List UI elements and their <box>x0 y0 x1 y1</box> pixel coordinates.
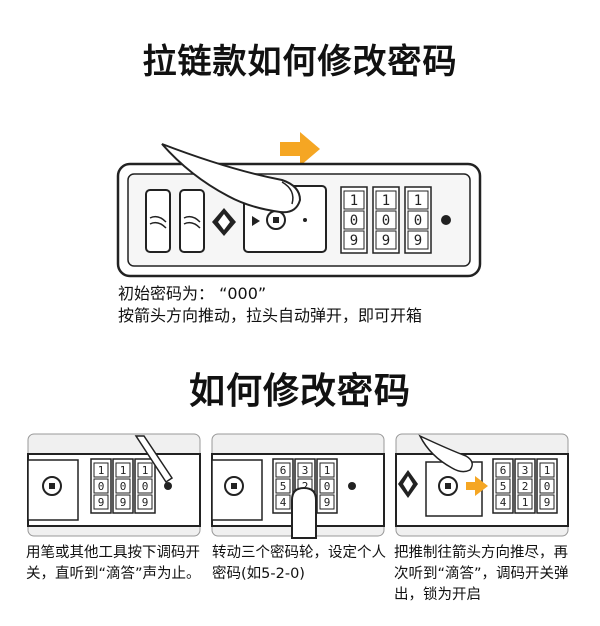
reset-button[interactable] <box>441 215 451 225</box>
wheel-digit: 9 <box>142 496 149 509</box>
wheel-digit: 1 <box>120 464 127 477</box>
wheel-digit-cell <box>407 230 429 250</box>
wheel-digit-cell <box>517 462 533 478</box>
wheel-digit-cell <box>115 478 131 494</box>
step-1-caption: 用笔或其他工具按下调码开关，直听到“滴答”声为止。 <box>26 545 201 582</box>
wheel-digit: 3 <box>522 464 529 477</box>
wheel-digit-cell <box>343 190 365 210</box>
wheel-digit-cell <box>93 462 109 478</box>
wheel-digit-cell <box>319 478 335 494</box>
wheel-digit-cell <box>407 210 429 230</box>
wheel-digit-cell <box>539 478 555 494</box>
combination-wheels[interactable]: 1 0 9 1 0 9 1 0 9 <box>340 186 432 254</box>
wheel-digit-cell <box>343 210 365 230</box>
wheel-digit: 1 <box>142 464 149 477</box>
wheel-digit-cell <box>375 190 397 210</box>
wheel-digit-cell <box>137 494 153 510</box>
wheel-digit: 9 <box>414 233 422 249</box>
finger-illustration <box>418 434 473 473</box>
zipper-slot-left <box>145 189 171 253</box>
wheel-digit-cell <box>407 190 429 210</box>
wheel-digit: 0 <box>98 480 105 493</box>
wheel-digit: 0 <box>324 480 331 493</box>
wheel-digit: 0 <box>382 213 390 229</box>
wheel-digit-cell <box>319 494 335 510</box>
wheel-digit: 0 <box>120 480 127 493</box>
push-arrow-icon <box>466 476 488 496</box>
wheel-digit: 1 <box>522 496 529 509</box>
wheel-digit: 9 <box>544 496 551 509</box>
wheel-digit: 2 <box>522 480 529 493</box>
section-title: 如何修改密码 <box>188 371 411 412</box>
page-title: 拉链款如何修改密码 <box>142 42 458 82</box>
wheel-digit: 1 <box>350 193 358 209</box>
wheel-digit: 2 <box>302 480 309 493</box>
wheel-digit: 0 <box>142 480 149 493</box>
step-2-caption: 转动三个密码轮，设定个人密码(如5-2-0) <box>212 545 386 582</box>
wheel-digit: 5 <box>280 480 287 493</box>
finger-illustration <box>291 486 317 539</box>
step-panels: 1 0 9 1 0 9 1 0 9 6 5 4 3 2 1 1 0 9 6 5 4 3 2 1 1 0 9 <box>27 433 569 539</box>
wheel-digit: 1 <box>324 464 331 477</box>
push-instruction-note: 按箭头方向推动，拉头自动弹开，即可开箱 <box>118 306 423 325</box>
wheel-digit-cell <box>115 494 131 510</box>
zipper-slot-right <box>179 189 205 253</box>
wheel-digit: 1 <box>544 464 551 477</box>
wheel-digit-cell <box>375 230 397 250</box>
wheel-digit: 9 <box>120 496 127 509</box>
wheel-digit-cell <box>319 462 335 478</box>
wheel-digit-cell <box>495 494 511 510</box>
wheel-digit-cell <box>517 478 533 494</box>
wheel-digit-cell <box>495 478 511 494</box>
wheel-digit: 1 <box>414 193 422 209</box>
wheel-digit-cell <box>275 494 291 510</box>
wheel-digit: 1 <box>382 193 390 209</box>
reset-button[interactable] <box>348 482 356 490</box>
wheel-digit-cell <box>93 478 109 494</box>
wheel-digit: 6 <box>500 464 507 477</box>
wheel-digit: 1 <box>98 464 105 477</box>
wheel-digit-cell <box>375 210 397 230</box>
tsa-diamond-icon <box>212 208 236 236</box>
step-1-panel: 1 0 9 1 0 9 1 0 9 <box>27 433 201 537</box>
wheel-digit-cell <box>137 462 153 478</box>
wheel-digit-cell <box>495 462 511 478</box>
wheel-digit-cell <box>275 478 291 494</box>
wheel-digit: 9 <box>98 496 105 509</box>
push-arrow-icon <box>280 132 320 166</box>
wheel-digit: 4 <box>500 496 507 509</box>
wheel-digit-cell <box>539 494 555 510</box>
wheel-digit: 3 <box>302 464 309 477</box>
wheel-digit-cell <box>343 230 365 250</box>
wheel-digit: 9 <box>324 496 331 509</box>
wheel-digit-cell <box>137 478 153 494</box>
initial-code-note: 初始密码为： “000” <box>118 284 267 303</box>
wheel-digit-cell <box>275 462 291 478</box>
wheel-digit-cell <box>517 494 533 510</box>
wheel-digit: 9 <box>382 233 390 249</box>
wheel-digit: 6 <box>280 464 287 477</box>
wheel-digit: 5 <box>500 480 507 493</box>
pen-icon <box>134 435 174 484</box>
wheel-digit: 4 <box>280 496 287 509</box>
wheel-digit: 0 <box>414 213 422 229</box>
wheel-digit-cell <box>115 462 131 478</box>
wheel-digit: 9 <box>350 233 358 249</box>
step-3-caption: 把推制往箭头方向推尽，再次听到“滴答”，调码开关弹出，锁为开启 <box>394 545 569 603</box>
finger-illustration <box>161 143 302 214</box>
step-3-panel: 6 5 4 3 2 1 1 0 9 <box>395 433 569 537</box>
wheel-digit-cell <box>297 462 313 478</box>
wheel-digit: 0 <box>350 213 358 229</box>
wheel-digit-cell <box>93 494 109 510</box>
main-lock-illustration: 1 0 9 1 0 9 1 0 9 <box>116 132 482 278</box>
reset-button[interactable] <box>164 482 172 490</box>
wheel-digit: 0 <box>544 480 551 493</box>
wheel-digit-cell <box>539 462 555 478</box>
